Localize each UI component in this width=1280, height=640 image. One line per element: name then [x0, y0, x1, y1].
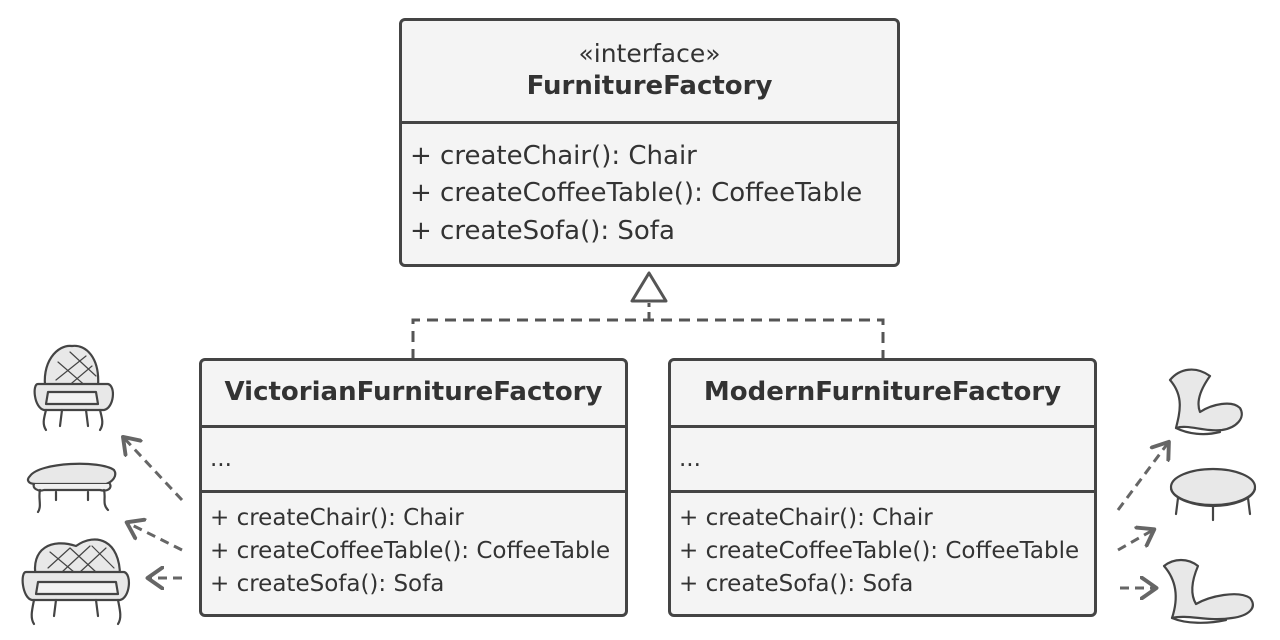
operation-create-coffee-table: + createCoffeeTable(): CoffeeTable [679, 538, 1080, 565]
victorian-coffee-table-icon [26, 462, 117, 514]
operation-create-coffee-table: + createCoffeeTable(): CoffeeTable [210, 538, 611, 565]
operation-create-sofa: + createSofa(): Sofa [679, 571, 914, 598]
interface-stereotype: «interface» [578, 38, 721, 68]
operation-create-chair: + createChair(): Chair [410, 141, 697, 171]
modern-coffee-table-icon [1169, 467, 1257, 522]
modern-fields: ... [671, 428, 1094, 493]
operation-create-chair: + createChair(): Chair [679, 505, 933, 531]
victorian-furniture-factory-box: VictorianFurnitureFactory ... + createCh… [199, 358, 628, 617]
victorian-sofa-icon [21, 538, 130, 626]
modern-header: ModernFurnitureFactory [671, 361, 1094, 428]
victorian-class-name: VictorianFurnitureFactory [224, 377, 603, 408]
interface-operations: + createChair(): Chair + createCoffeeTab… [402, 124, 897, 250]
victorian-fields: ... [202, 428, 625, 493]
modern-chair-icon [1168, 368, 1243, 436]
arrow-to-victorian-chair [124, 438, 184, 502]
operation-create-chair: + createChair(): Chair [210, 505, 464, 531]
operation-create-coffee-table: + createCoffeeTable(): CoffeeTable [410, 178, 863, 209]
interface-name: FurnitureFactory [526, 71, 773, 102]
furniture-factory-interface-box: «interface» FurnitureFactory + createCha… [399, 18, 900, 267]
arrow-to-modern-chair [1116, 443, 1168, 511]
victorian-operations: + createChair(): Chair + createCoffeeTab… [202, 493, 625, 601]
arrow-to-modern-table [1117, 530, 1153, 552]
victorian-armchair-icon [33, 344, 114, 432]
modern-class-name: ModernFurnitureFactory [703, 377, 1062, 408]
victorian-header: VictorianFurnitureFactory [202, 361, 625, 428]
arrow-to-victorian-table [128, 523, 183, 552]
modern-furniture-factory-box: ModernFurnitureFactory ... + createChair… [668, 358, 1097, 617]
modern-sofa-icon [1162, 558, 1254, 624]
modern-operations: + createChair(): Chair + createCoffeeTab… [671, 493, 1094, 601]
operation-create-sofa: + createSofa(): Sofa [210, 571, 445, 598]
realization-arrowhead [630, 271, 668, 303]
interface-header: «interface» FurnitureFactory [402, 21, 897, 124]
operation-create-sofa: + createSofa(): Sofa [410, 215, 675, 246]
